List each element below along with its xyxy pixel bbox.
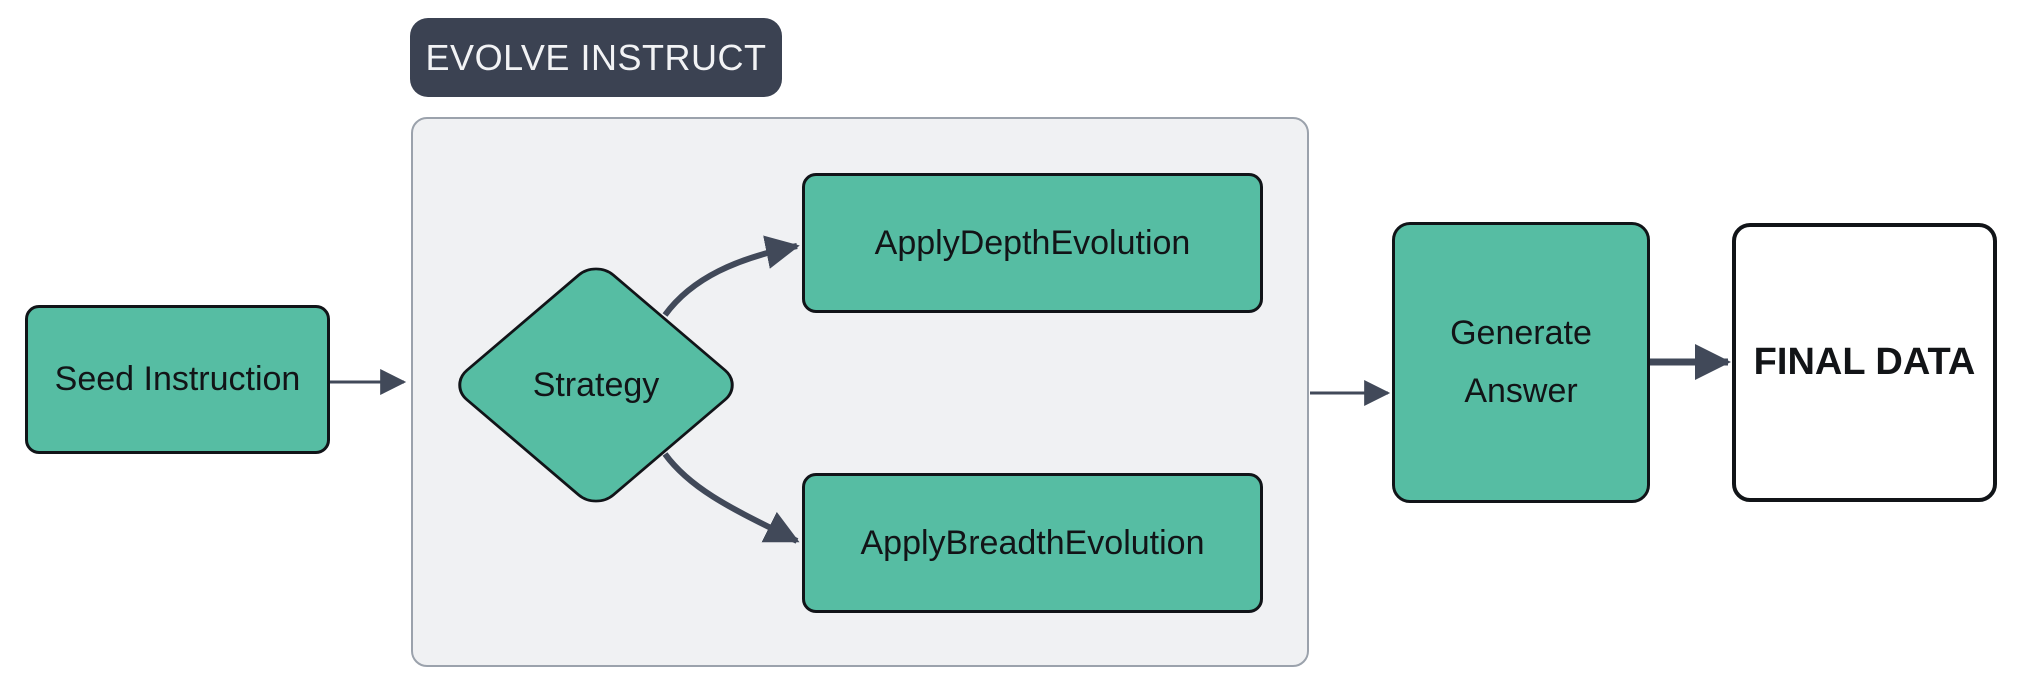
node-apply-breadth-evolution: ApplyBreadthEvolution (802, 473, 1263, 613)
node-apply-depth-evolution: ApplyDepthEvolution (802, 173, 1263, 313)
node-final-data: FINAL DATA (1732, 223, 1997, 502)
strategy-label: Strategy (532, 365, 660, 404)
node-strategy: Strategy (447, 258, 745, 512)
evolve-instruct-badge: EVOLVE INSTRUCT (410, 18, 782, 97)
node-generate-answer: Generate Answer (1392, 222, 1650, 503)
node-seed-instruction: Seed Instruction (25, 305, 330, 454)
